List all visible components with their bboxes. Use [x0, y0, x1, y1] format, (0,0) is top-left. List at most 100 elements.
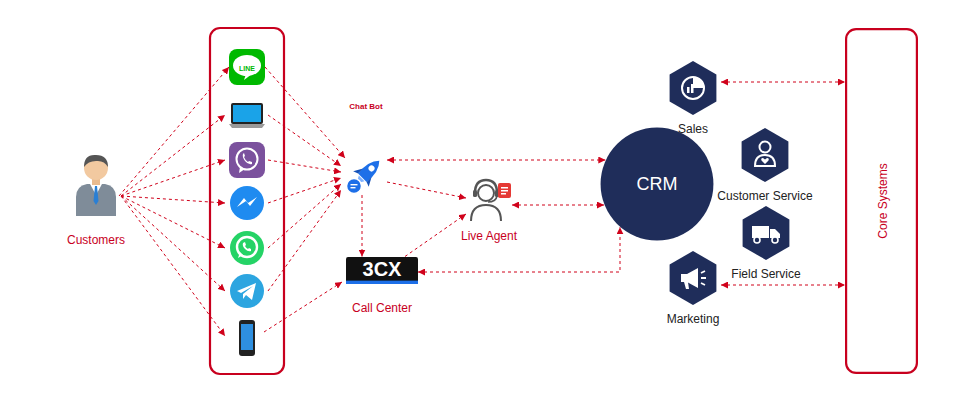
laptop-icon [229, 103, 265, 128]
channel-arrows [121, 160, 225, 196]
whatsapp-icon [238, 252, 243, 258]
module-hexagon: Marketing [665, 250, 721, 306]
dashed-connector [418, 227, 620, 272]
mobile-phone-icon [241, 324, 253, 350]
live-agent-icon [501, 193, 506, 195]
channel-arrows [268, 190, 341, 291]
channel-arrows [268, 160, 341, 172]
call-center-logo [346, 280, 418, 283]
messenger-icon [230, 186, 264, 220]
dashed-connector [387, 160, 605, 161]
node-label: Field Service [731, 268, 800, 282]
node-label: Call Center [352, 302, 412, 316]
module-hexagon [761, 158, 769, 164]
module-hexagon [691, 84, 694, 93]
module-hexagon [755, 155, 775, 166]
module-hexagon [742, 128, 789, 182]
whatsapp-icon [230, 231, 264, 265]
mobile-phone-icon [239, 320, 255, 356]
telegram-icon [237, 283, 256, 300]
live-agent-icon [478, 185, 494, 201]
dashed-connector [721, 285, 845, 286]
channel-arrows [121, 115, 225, 196]
laptop-icon [229, 124, 265, 128]
module-hexagon [752, 226, 769, 238]
messenger-icon [230, 186, 264, 220]
line-channel-icon [233, 55, 261, 76]
live-agent-icon [471, 205, 501, 221]
module-hexagon [737, 127, 793, 183]
customer-figure [76, 184, 116, 216]
customer-figure [73, 150, 119, 216]
module-hexagon [701, 271, 706, 285]
module-hexagon [684, 282, 689, 289]
node-label: Sales [678, 123, 708, 137]
dashed-connector [265, 67, 345, 158]
module-hexagon [738, 205, 794, 261]
crm-circle: CRM [600, 127, 714, 241]
module-hexagon: Field Service [738, 205, 794, 261]
text-holder: Customer Service [717, 186, 812, 204]
channel-arrows [121, 196, 225, 336]
text-holder: 3CX [363, 258, 402, 281]
module-hexagon [670, 61, 717, 115]
channel-arrows [268, 178, 341, 203]
dashed-connector [721, 82, 845, 83]
chat-bot-icon [347, 179, 362, 194]
module-hexagon [682, 77, 704, 99]
module-hexagon [681, 268, 698, 288]
messenger-icon [237, 197, 257, 207]
node-label: Customer Service [717, 190, 812, 204]
customer-figure [94, 186, 99, 205]
crm-circle [601, 128, 714, 241]
node-label: Core Systems [877, 163, 891, 238]
module-hexagon [665, 60, 721, 116]
viber-icon [239, 167, 245, 173]
customer-figure [84, 155, 108, 167]
laptop-icon [233, 105, 261, 122]
node-label: Customers [67, 234, 125, 248]
module-hexagon [754, 237, 760, 243]
node-label: CRM [637, 174, 678, 195]
live-agent-icon [488, 196, 497, 202]
live-agent-icon [473, 190, 477, 197]
module-hexagon: Sales [665, 60, 721, 116]
call-center-logo: 3CXCall Center [346, 257, 418, 284]
module-hexagon [693, 77, 704, 88]
node-label: Chat Bot [349, 102, 382, 111]
module-hexagon [670, 251, 717, 305]
viber-icon [237, 149, 258, 170]
telegram-icon [230, 274, 264, 308]
text-holder: Live Agent [461, 226, 517, 244]
call-center-logo [346, 257, 418, 284]
telegram-icon [230, 274, 264, 308]
live-agent-icon [475, 180, 497, 193]
chat-bot-icon [365, 177, 375, 187]
line-channel-icon [244, 74, 252, 80]
whatsapp-icon [230, 231, 264, 265]
channel-arrows [268, 184, 341, 248]
module-hexagon [772, 237, 778, 243]
core-systems-box: Core Systems [845, 28, 918, 374]
text-holder: Call Center [352, 298, 412, 316]
text-holder: CRM [637, 174, 678, 195]
text-holder: Field Service [731, 264, 800, 282]
text-holder: Core Systems [873, 163, 891, 238]
module-hexagon [743, 206, 790, 260]
chat-bot-icon [345, 155, 387, 195]
logo-text: 3CX [363, 258, 402, 281]
module-hexagon [760, 142, 771, 153]
viber-icon [229, 142, 265, 178]
line-channel-icon [229, 49, 265, 85]
chat-bot-icon [353, 165, 363, 175]
text-holder: Sales [678, 119, 708, 137]
channel-arrows [121, 196, 225, 203]
mobile-phone-icon [239, 320, 255, 356]
dashed-connector [512, 205, 604, 206]
node-label: Live Agent [461, 230, 517, 244]
line-channel-icon: LINE [229, 49, 265, 85]
live-agent-icon [501, 190, 508, 192]
chat-bot-icon [351, 184, 358, 185]
